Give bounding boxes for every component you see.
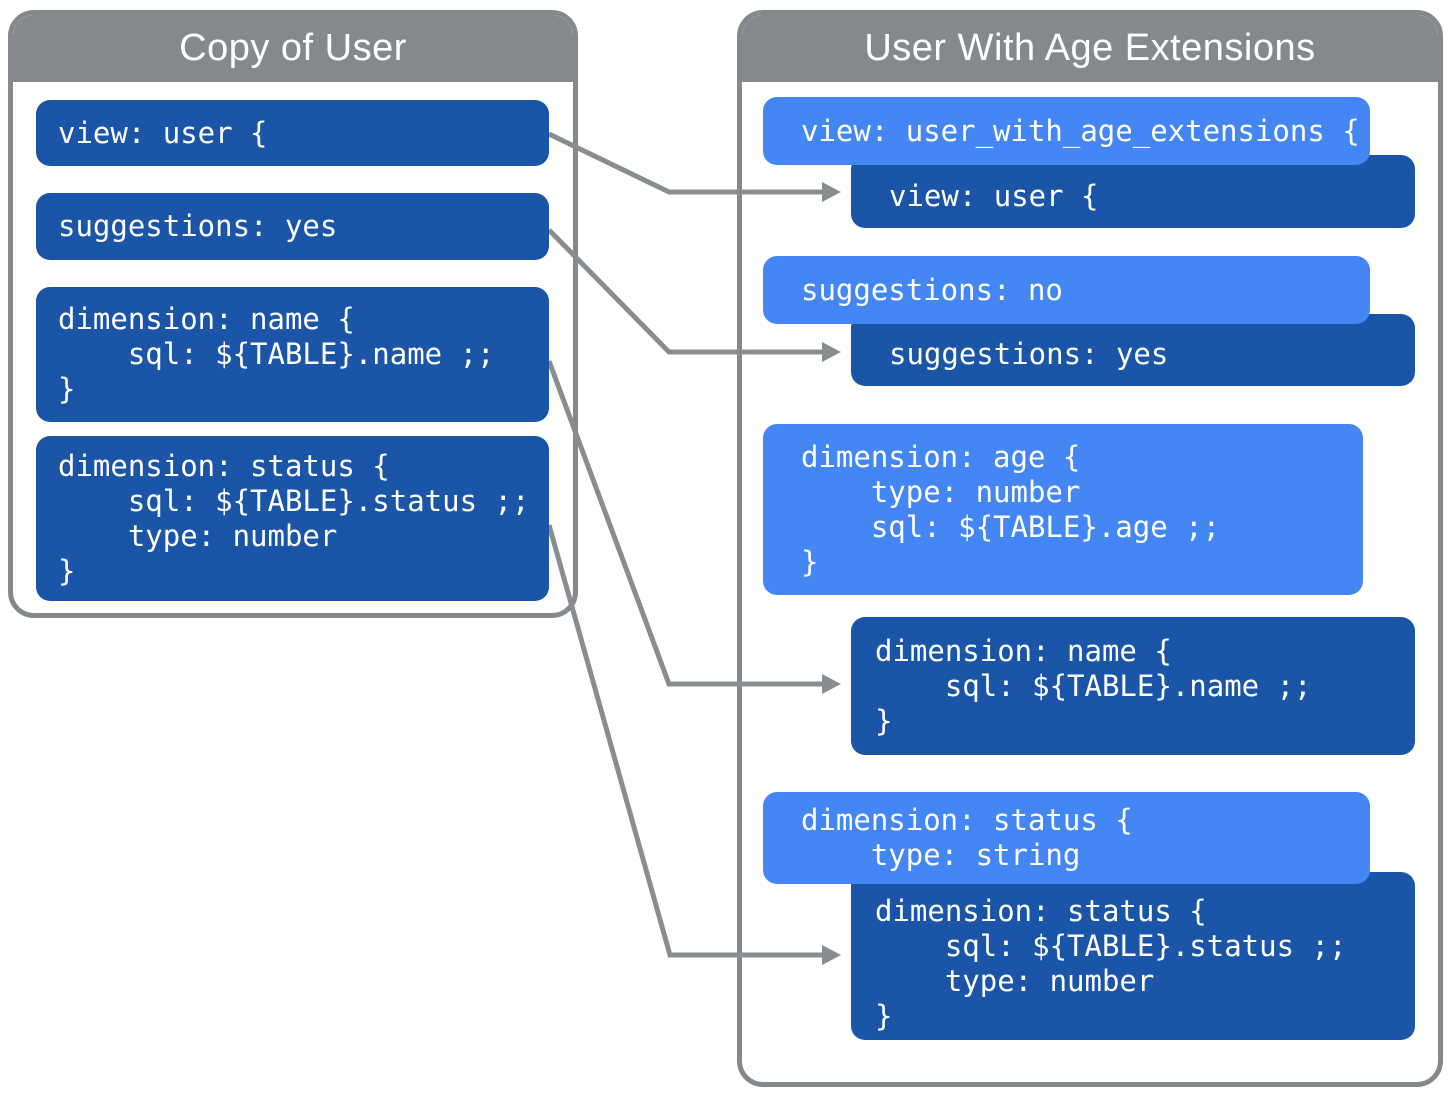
arrow-suggestions-inheritance — [547, 228, 841, 362]
panel-copy-of-user-title: Copy of User — [179, 27, 407, 69]
panel-copy-of-user-header: Copy of User — [13, 15, 573, 82]
code-box-inherited-dimension-name: dimension: name { sql: ${TABLE}.name ;; … — [851, 617, 1415, 755]
code-box-inherited-dimension-status: dimension: status { sql: ${TABLE}.status… — [851, 872, 1415, 1040]
code-box-extension-dimension-age: dimension: age { type: number sql: ${TAB… — [763, 424, 1363, 595]
arrowhead-icon — [822, 945, 841, 965]
code-box-extension-view: view: user_with_age_extensions { — [763, 97, 1370, 165]
panel-user-with-age-extensions-title: User With Age Extensions — [864, 27, 1316, 69]
arrowhead-icon — [822, 182, 841, 202]
code-box-inherited-view-user: view: user { — [851, 155, 1415, 228]
panel-user-with-age-extensions-header: User With Age Extensions — [742, 15, 1438, 82]
code-box-extension-suggestions-no: suggestions: no — [763, 256, 1370, 324]
code-box-view-user: view: user { — [36, 100, 549, 166]
arrow-dimension-name-inheritance — [546, 360, 841, 694]
arrow-dimension-status-inheritance — [546, 524, 841, 965]
code-box-extension-dimension-status: dimension: status { type: string — [763, 792, 1370, 884]
code-box-inherited-suggestions-yes: suggestions: yes — [851, 314, 1415, 386]
code-box-suggestions-yes: suggestions: yes — [36, 193, 549, 260]
arrowhead-icon — [822, 342, 841, 362]
code-box-dimension-name: dimension: name { sql: ${TABLE}.name ;; … — [36, 287, 549, 422]
arrow-view-inheritance — [547, 131, 841, 202]
code-box-dimension-status: dimension: status { sql: ${TABLE}.status… — [36, 436, 549, 601]
arrowhead-icon — [822, 674, 841, 694]
